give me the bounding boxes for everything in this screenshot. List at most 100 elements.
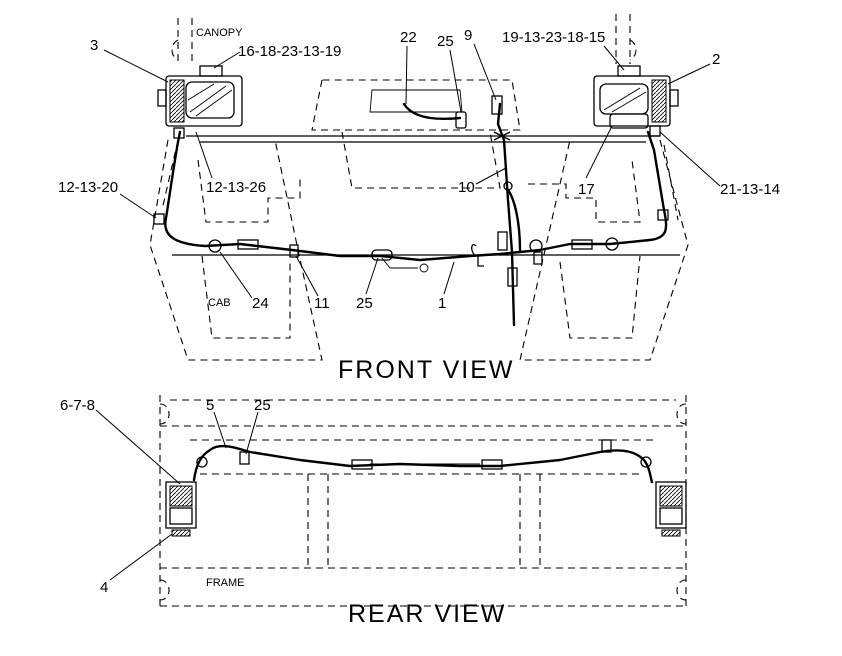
- rear-view-title: REAR VIEW: [348, 600, 506, 628]
- clip-12-top-left: [173, 127, 185, 139]
- rear-lamp-left: [165, 481, 197, 537]
- callout-24: 24: [219, 251, 269, 312]
- inline-connector: [497, 231, 508, 251]
- svg-text:24: 24: [252, 295, 269, 312]
- canopy-post-left: [171, 18, 193, 62]
- hood-outline: [311, 79, 521, 131]
- callout-25-mid: 25: [356, 257, 379, 312]
- grommet-right: [605, 237, 619, 251]
- callout-9: 9: [464, 27, 497, 101]
- cab-outline-right: [519, 139, 689, 361]
- cab-outline-left: [149, 139, 323, 361]
- callout-2: 2: [667, 51, 720, 85]
- cab-window-left: [201, 255, 291, 339]
- frame-top-cut: [159, 403, 687, 425]
- cross-member: [186, 135, 660, 143]
- connector-right: [571, 239, 593, 250]
- callout-16-18-23-13-19: 16-18-23-13-19: [213, 43, 341, 69]
- svg-text:9: 9: [464, 27, 472, 44]
- rear-grommet-left: [196, 456, 208, 468]
- terminal-10: [503, 181, 513, 191]
- callout-12-13-20: 12-13-20: [58, 179, 157, 219]
- callout-21-13-14: 21-13-14: [659, 131, 780, 198]
- frame-inner-right: [519, 474, 541, 568]
- rear-view: FRAME REAR VIEW 6-7-8 5 25 4: [60, 395, 687, 628]
- svg-text:17: 17: [578, 181, 595, 198]
- svg-text:22: 22: [400, 29, 417, 46]
- grommet-left: [208, 239, 222, 253]
- svg-text:12-13-26: 12-13-26: [206, 179, 266, 196]
- clip-11-left: [289, 244, 299, 258]
- svg-text:10: 10: [458, 179, 475, 196]
- rear-grommet-right: [640, 456, 652, 468]
- svg-text:19-13-23-18-15: 19-13-23-18-15: [502, 29, 605, 46]
- svg-text:5: 5: [206, 397, 214, 414]
- work-light-right: [593, 65, 679, 129]
- callout-1: 1: [438, 261, 455, 312]
- svg-text:1: 1: [438, 295, 446, 312]
- callout-12-13-26: 12-13-26: [195, 131, 266, 196]
- svg-text:25: 25: [437, 33, 454, 50]
- relay-22: [455, 111, 467, 129]
- front-view-title: FRONT VIEW: [338, 356, 514, 384]
- harness-branch-center: [496, 102, 514, 254]
- fuse-holder: [507, 267, 518, 287]
- cab-inner-left: [197, 159, 301, 223]
- clip-11-right: [533, 251, 543, 265]
- frame-label: FRAME: [206, 577, 245, 589]
- svg-text:21-13-14: 21-13-14: [720, 181, 780, 198]
- canopy-label: CANOPY: [196, 27, 243, 39]
- rear-harness: [192, 444, 654, 484]
- callout-22: 22: [400, 29, 417, 105]
- svg-text:11: 11: [314, 295, 330, 312]
- harness-branch-22: [402, 102, 462, 121]
- svg-text:3: 3: [90, 37, 98, 54]
- bracket-hook: [471, 244, 484, 267]
- rear-connector-right: [481, 459, 503, 470]
- frame-inner-left: [307, 474, 329, 568]
- cab-inner-right: [528, 159, 641, 223]
- callout-19-13-23-18-15: 19-13-23-18-15: [502, 29, 625, 71]
- main-harness: [164, 130, 668, 262]
- connector-left: [237, 239, 259, 250]
- rear-clip-right: [601, 439, 612, 453]
- callout-4: 4: [100, 533, 173, 596]
- callout-5: 5: [206, 397, 227, 449]
- callout-3: 3: [90, 37, 169, 83]
- hood-panel: [341, 131, 501, 189]
- svg-text:12-13-20: 12-13-20: [58, 179, 118, 196]
- canopy-post-right: [615, 14, 637, 64]
- svg-text:6-7-8: 6-7-8: [60, 397, 95, 414]
- dash-panel: [369, 89, 463, 113]
- callout-25-top: 25: [437, 33, 462, 113]
- callout-25-rear: 25: [245, 397, 271, 455]
- ground-terminal: [419, 263, 429, 273]
- callout-11: 11: [295, 255, 330, 312]
- cab-window-right: [559, 255, 641, 339]
- svg-text:25: 25: [254, 397, 271, 414]
- callout-17: 17: [578, 125, 613, 198]
- svg-text:16-18-23-13-19: 16-18-23-13-19: [238, 43, 341, 60]
- harness-connector-lead: [381, 257, 418, 269]
- rear-connector-left: [351, 459, 373, 470]
- post-right-lower: [663, 144, 679, 221]
- cab-label: CAB: [208, 297, 231, 309]
- frame-crossbar: [190, 439, 656, 475]
- harness-drop: [510, 250, 516, 327]
- clip-21-lower: [657, 209, 669, 221]
- switch-9: [491, 95, 503, 115]
- clip-21-right: [649, 125, 661, 137]
- rear-clip-left: [239, 451, 250, 465]
- clip-12-left: [153, 213, 165, 225]
- harness-branch-10: [506, 188, 522, 252]
- frame-bottom-cut: [159, 579, 687, 601]
- svg-text:4: 4: [100, 579, 108, 596]
- work-light-left: [157, 65, 243, 127]
- svg-text:2: 2: [712, 51, 720, 68]
- rear-lamp-right: [655, 481, 687, 537]
- clip-9: [493, 131, 511, 141]
- callout-6-7-8: 6-7-8: [60, 397, 181, 485]
- svg-text:25: 25: [356, 295, 373, 312]
- callout-10: 10: [458, 167, 507, 196]
